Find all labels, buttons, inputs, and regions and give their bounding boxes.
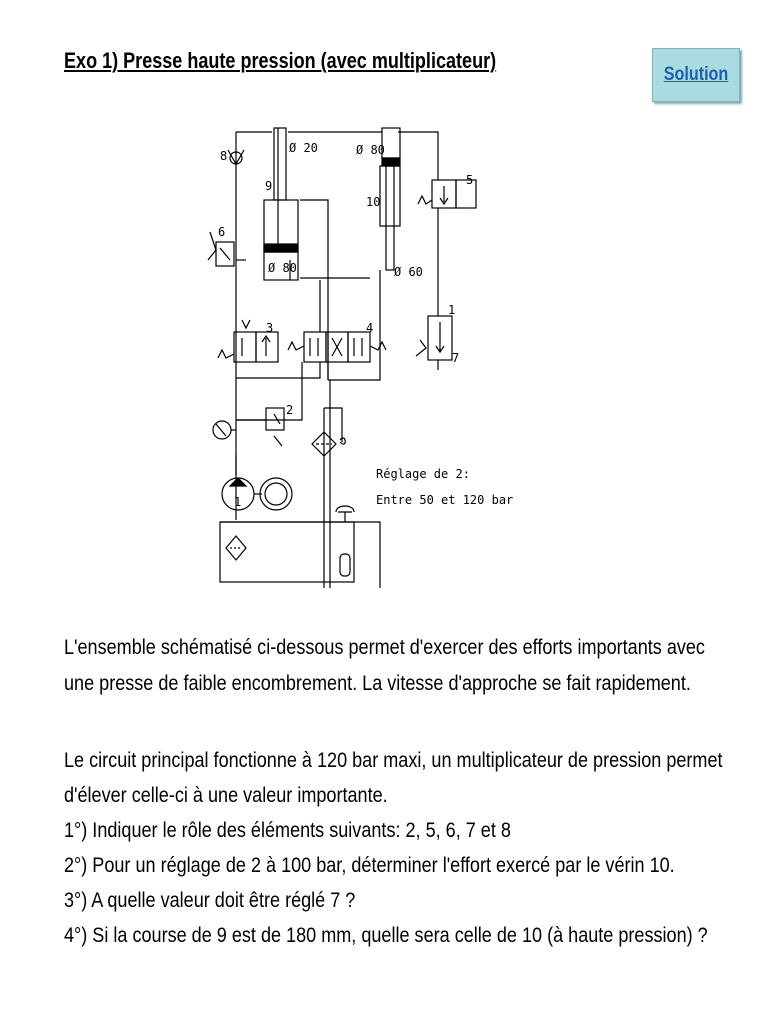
reservoir [219,505,355,583]
page-title: Exo 1) Presse haute pression (avec multi… [64,48,497,73]
label-4: 4 [366,321,373,335]
label-8: 8 [220,149,227,163]
label-d60: Ø 60 [394,265,423,279]
adjustment-note-line2: Entre 50 et 120 bar [376,493,513,507]
label-6: 6 [218,225,225,239]
label-3: 3 [266,321,273,335]
label-7: 7 [452,351,459,365]
pressure-gauge [212,420,236,440]
top-line-right [398,131,439,180]
relief-valve-2 [236,407,285,447]
label-10: 10 [366,195,380,209]
valve-5 [417,179,477,209]
filter [311,431,346,457]
question-4: 4°) Si la course de 9 est de 180 mm, que… [64,924,708,947]
main-line-2: d'élever celle-ci à une valeur important… [64,784,388,807]
intro-line-1: L'ensemble schématisé ci-dessous permet … [64,636,705,659]
label-d20: Ø 20 [289,141,318,155]
label-pump-1: 1 [234,495,241,509]
press-cylinder-10 [379,127,401,271]
adjustment-note-line1: Réglage de 2: [376,467,470,481]
label-d80-cylinder: Ø 80 [356,143,385,157]
check-valve-8 [227,149,245,166]
distributor-3 [217,319,279,363]
intro-line-2: une presse de faible encombrement. La vi… [64,672,691,695]
valve-6 [207,231,235,267]
pump-1 [221,477,293,511]
question-2: 2°) Pour un réglage de 2 à 100 bar, déte… [64,854,675,877]
distributor-4 [287,331,387,363]
pressure-valve-7 [415,315,453,361]
question-3: 3°) A quelle valeur doit être réglé 7 ? [64,889,356,912]
question-1: 1°) Indiquer le rôle des éléments suivan… [64,819,511,842]
label-2: 2 [286,403,293,417]
hydraulic-schematic: 8 9 Ø 20 Ø 80 Ø 80 10 Ø 60 5 6 [207,127,513,588]
label-9: 9 [265,179,272,193]
solution-link[interactable]: Solution [663,64,729,85]
label-1-top: 1 [448,303,455,317]
main-line-1: Le circuit principal fonctionne à 120 ba… [64,749,723,772]
label-d80-multiplier: Ø 80 [268,261,297,275]
solution-button[interactable]: Solution [652,48,740,102]
label-5: 5 [466,173,473,187]
pressure-multiplier-9 [263,127,299,281]
